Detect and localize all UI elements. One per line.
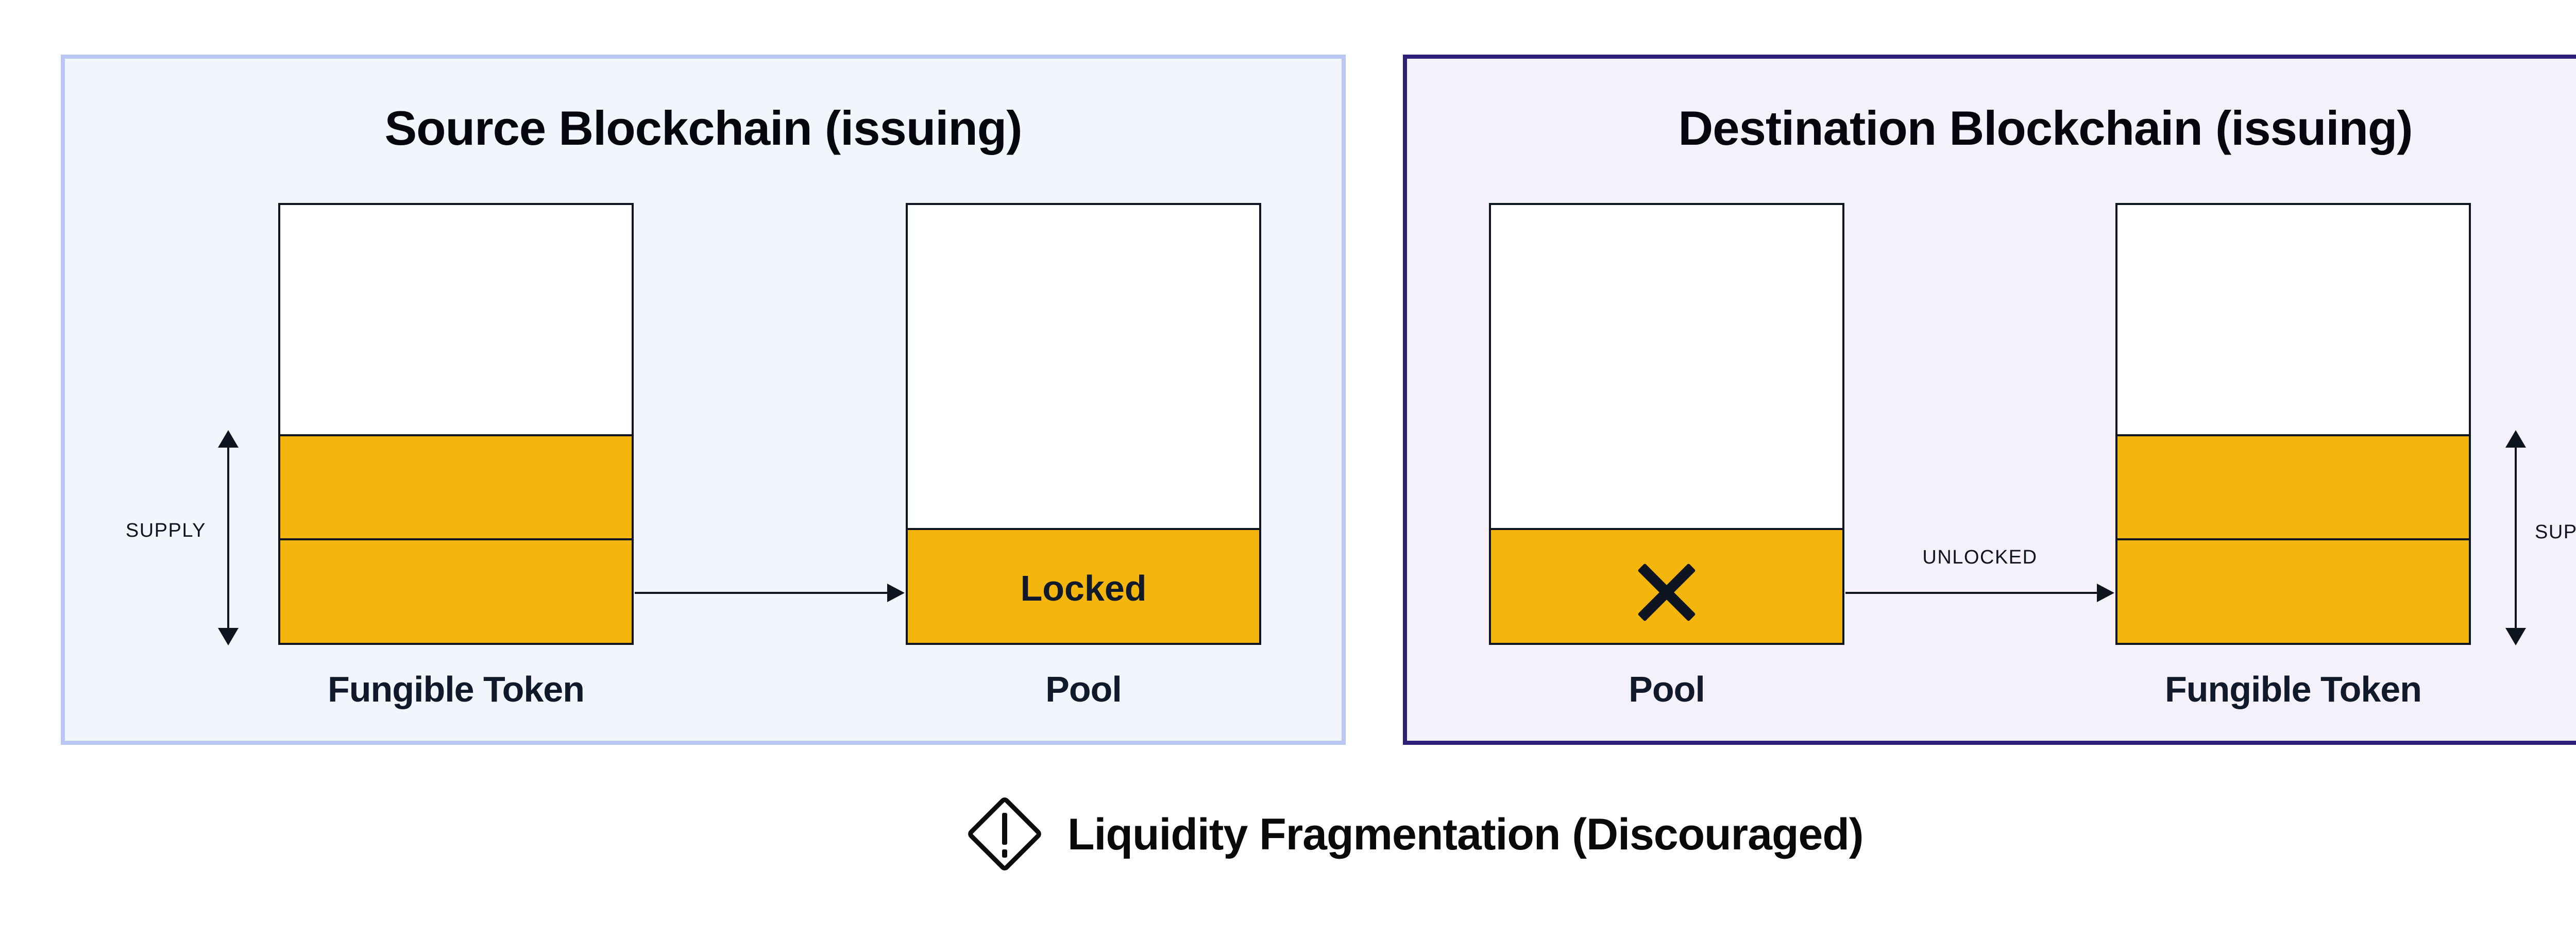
pool-label: Pool [1045, 669, 1122, 709]
pool-bar [1489, 203, 1844, 645]
unlock-transfer-arrow [1845, 584, 2114, 602]
arrowhead-down-icon [218, 628, 239, 645]
supply-range-arrow-icon [218, 430, 239, 645]
source-blockchain-panel: Source Blockchain (issuing) SUPPLY Fungi… [61, 55, 1346, 745]
exclamation-dot-icon [1002, 849, 1007, 858]
supply-lower-segment [2117, 538, 2469, 643]
pool-bar [906, 203, 1261, 645]
exclamation-icon [1002, 813, 1007, 845]
pool-label: Pool [1629, 669, 1705, 709]
fungible-token-label: Fungible Token [2164, 669, 2422, 709]
unissued-segment [280, 205, 632, 434]
arrow-line [227, 445, 229, 631]
supply-label: SUPPLY [125, 520, 206, 541]
empty-segment [1491, 205, 1842, 528]
lock-transfer-arrow [635, 584, 905, 602]
arrow-line [1845, 592, 2099, 594]
fungible-token-label: Fungible Token [327, 669, 585, 709]
supply-upper-segment [2117, 434, 2469, 538]
unissued-segment [2117, 205, 2469, 434]
destination-blockchain-panel: Destination Blockchain (issuing) Pool UN… [1403, 55, 2576, 745]
destination-panel-title: Destination Blockchain (issuing) [1678, 101, 2413, 155]
unlocked-label: UNLOCKED [1922, 547, 2038, 568]
source-panel-title: Source Blockchain (issuing) [384, 101, 1022, 155]
supply-upper-segment [280, 434, 632, 538]
supply-label: SUPPLY [2535, 521, 2576, 543]
empty-segment [908, 205, 1259, 528]
arrow-line [635, 592, 889, 594]
fungible-token-bar [278, 203, 634, 645]
arrowhead-right-icon [887, 584, 905, 602]
arrowhead-down-icon [2505, 628, 2526, 645]
caption-text: Liquidity Fragmentation (Discouraged) [1067, 810, 1864, 859]
locked-label: Locked [1020, 568, 1147, 608]
locked-segment [908, 528, 1259, 643]
arrow-line [2515, 445, 2517, 631]
x-mark-icon [1637, 563, 1696, 622]
supply-range-arrow-icon [2505, 430, 2526, 645]
fungible-token-bar [2115, 203, 2471, 645]
supply-lower-segment [280, 538, 632, 643]
arrowhead-right-icon [2097, 584, 2114, 602]
